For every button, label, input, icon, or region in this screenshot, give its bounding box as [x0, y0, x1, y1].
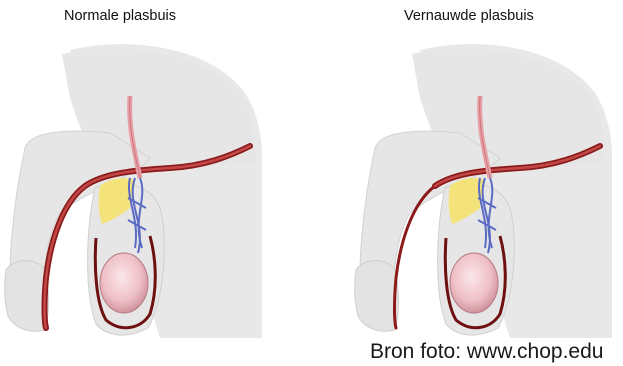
image-source-credit: Bron foto: www.chop.edu	[370, 340, 603, 364]
testis	[100, 253, 148, 313]
glans	[355, 261, 399, 332]
panel-title-narrowed: Vernauwde plasbuis	[404, 8, 534, 24]
testis	[450, 253, 498, 313]
panel-title-normal: Normale plasbuis	[64, 8, 176, 24]
narrowed-urethra-illustration	[350, 38, 620, 338]
normal-urethra-illustration	[0, 38, 270, 338]
